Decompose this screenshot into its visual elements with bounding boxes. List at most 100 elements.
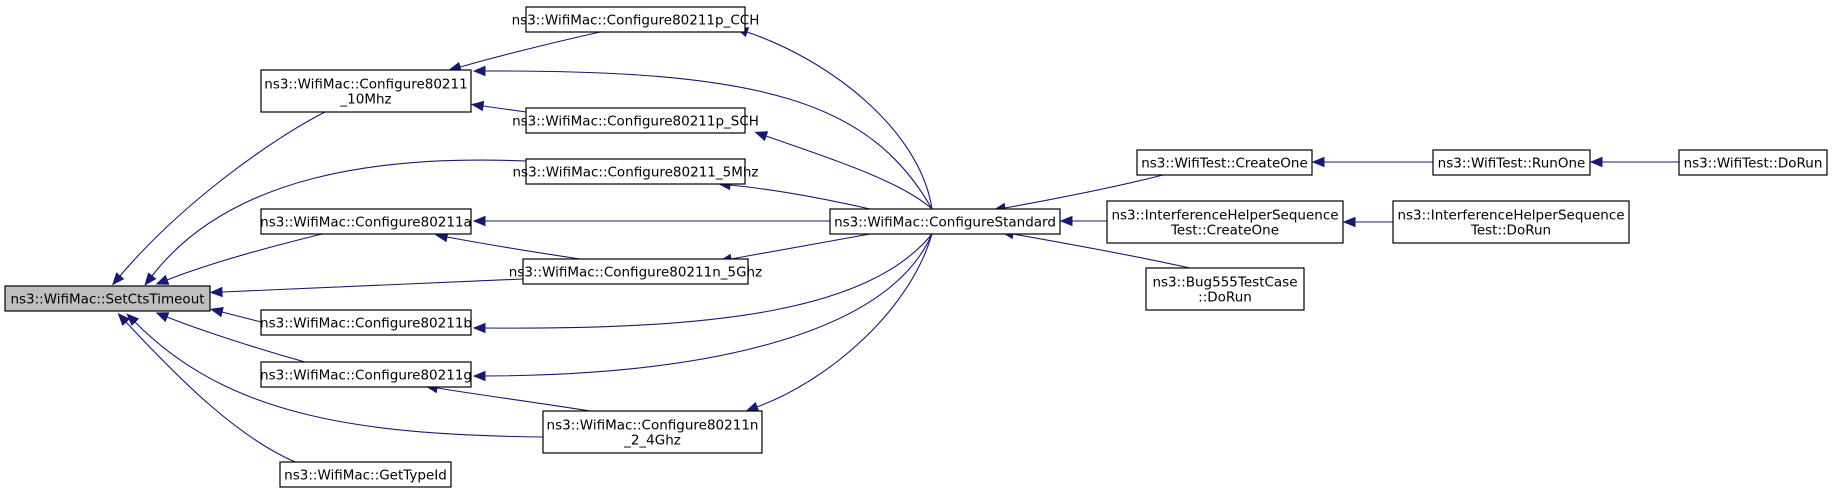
edge-gettype-to-setcts [117, 312, 301, 465]
edge-c10-to-setcts [112, 111, 326, 286]
edge-line [166, 316, 306, 363]
node-label: ns3::WifiTest::DoRun [1684, 156, 1823, 172]
arrowhead [210, 307, 224, 318]
node-label: ns3::WifiMac::Configure80211b [260, 316, 472, 332]
arrowhead [155, 312, 170, 323]
edge-cn24-to-setcts [126, 313, 544, 438]
arrowhead [745, 401, 760, 412]
node-label: _2_4Ghz [623, 433, 681, 449]
edge-csch-to-c10 [470, 100, 527, 113]
arrowhead [472, 322, 486, 334]
node-cn24[interactable]: ns3::WifiMac::Configure80211n_2_4Ghz [542, 410, 763, 454]
node-cg[interactable]: ns3::WifiMac::Configure80211g [260, 361, 472, 388]
node-label: ns3::WifiMac::SetCtsTimeout [10, 292, 204, 308]
arrowhead [472, 65, 486, 77]
node-label: ns3::WifiMac::Configure80211a [260, 215, 472, 231]
edge-cstd-to-csch [754, 131, 933, 210]
edge-line [484, 233, 933, 329]
node-label: Test::CreateOne [1170, 223, 1279, 239]
edge-line [134, 321, 544, 438]
node-label: ns3::WifiMac::GetTypeId [284, 468, 447, 484]
edge-line [166, 233, 323, 281]
arrowhead [1059, 215, 1073, 227]
arrowhead [126, 313, 140, 327]
node-box [525, 158, 746, 185]
arrowhead [472, 370, 486, 382]
edge-ihcreate-to-cstd [1059, 215, 1107, 227]
node-ca[interactable]: ns3::WifiMac::Configure80211a [260, 208, 472, 235]
node-label: Test::DoRun [1470, 223, 1551, 239]
arrowhead [1342, 216, 1356, 228]
node-label: ns3::WifiMac::Configure80211n_5Ghz [509, 265, 762, 281]
node-box [1145, 267, 1305, 311]
edge-cstd-to-ca [472, 215, 830, 227]
node-csch[interactable]: ns3::WifiMac::Configure80211p_SCH [512, 107, 759, 134]
edges-layer [112, 27, 1679, 465]
node-cn5[interactable]: ns3::WifiMac::Configure80211n_5Ghz [509, 258, 762, 285]
edge-line [436, 387, 591, 412]
nodes-layer: ns3::WifiMac::SetCtsTimeoutns3::WifiMac:… [4, 6, 1828, 488]
edge-line [459, 31, 601, 68]
edge-line [151, 159, 527, 277]
edge-line [765, 135, 933, 210]
edge-cn5-to-ca [434, 231, 581, 260]
arrowhead [1589, 156, 1603, 168]
node-gettype[interactable]: ns3::WifiMac::GetTypeId [279, 461, 452, 488]
node-box [525, 107, 746, 134]
edge-line [221, 278, 524, 293]
edge-cb-to-setcts [210, 307, 262, 323]
edge-wtrunone-to-wtcreate [1311, 156, 1433, 168]
edge-line [746, 31, 933, 210]
arrowhead [1311, 156, 1325, 168]
edge-cn24-to-cg [424, 382, 591, 412]
node-wtrunone[interactable]: ns3::WifiTest::RunOne [1432, 149, 1591, 176]
edge-cstd-to-cg [472, 233, 933, 382]
arrowhead [144, 272, 157, 286]
node-cb[interactable]: ns3::WifiMac::Configure80211b [260, 309, 472, 336]
node-box [525, 6, 746, 33]
node-label: ns3::Bug555TestCase [1152, 275, 1297, 291]
node-box [1106, 200, 1344, 244]
node-label: ns3::InterferenceHelperSequence [1397, 208, 1624, 224]
node-box [829, 208, 1061, 235]
node-label: ::DoRun [1198, 290, 1252, 306]
node-label: _10Mhz [339, 92, 391, 108]
edge-line [221, 311, 262, 323]
node-cstd[interactable]: ns3::WifiMac::ConfigureStandard [829, 208, 1061, 235]
node-label: ns3::WifiMac::Configure80211 [264, 77, 467, 93]
node-ihcreate[interactable]: ns3::InterferenceHelperSequenceTest::Cre… [1106, 200, 1344, 244]
edge-line [1004, 174, 1164, 209]
node-label: ns3::InterferenceHelperSequence [1111, 208, 1338, 224]
edge-line [756, 233, 933, 408]
node-wtcreate[interactable]: ns3::WifiTest::CreateOne [1136, 149, 1313, 176]
node-ihdorun[interactable]: ns3::InterferenceHelperSequenceTest::DoR… [1392, 200, 1630, 244]
arrowhead [470, 100, 485, 112]
edge-cg-to-setcts [155, 312, 306, 363]
arrowhead [754, 131, 769, 142]
edge-line [484, 70, 933, 210]
arrowhead [155, 274, 170, 285]
node-c5[interactable]: ns3::WifiMac::Configure80211_5Mhz [512, 158, 759, 185]
edge-cstd-to-cb [472, 233, 933, 334]
edge-line [484, 233, 933, 377]
node-setcts[interactable]: ns3::WifiMac::SetCtsTimeout [4, 285, 211, 312]
node-bug555[interactable]: ns3::Bug555TestCase::DoRun [1145, 267, 1305, 311]
node-label: ns3::WifiMac::Configure80211p_CCH [512, 13, 760, 29]
node-label: ns3::WifiMac::Configure80211n [547, 418, 759, 434]
edge-cstd-to-c5 [717, 179, 871, 210]
arrowhead [112, 272, 125, 286]
node-box [1432, 149, 1591, 176]
node-ccch[interactable]: ns3::WifiMac::Configure80211p_CCH [512, 6, 760, 33]
arrowhead [117, 312, 131, 326]
node-wtdorun[interactable]: ns3::WifiTest::DoRun [1678, 149, 1828, 176]
arrowhead [472, 215, 486, 227]
arrowhead [209, 286, 223, 298]
node-label: ns3::WifiMac::Configure80211p_SCH [512, 114, 759, 130]
edge-line [119, 111, 326, 277]
edge-ca-to-setcts [155, 233, 323, 285]
node-label: ns3::WifiMac::ConfigureStandard [834, 215, 1056, 231]
node-label: ns3::WifiMac::Configure80211_5Mhz [512, 165, 758, 181]
node-c10[interactable]: ns3::WifiMac::Configure80211_10Mhz [260, 69, 472, 113]
edge-cn5-to-setcts [209, 278, 524, 298]
